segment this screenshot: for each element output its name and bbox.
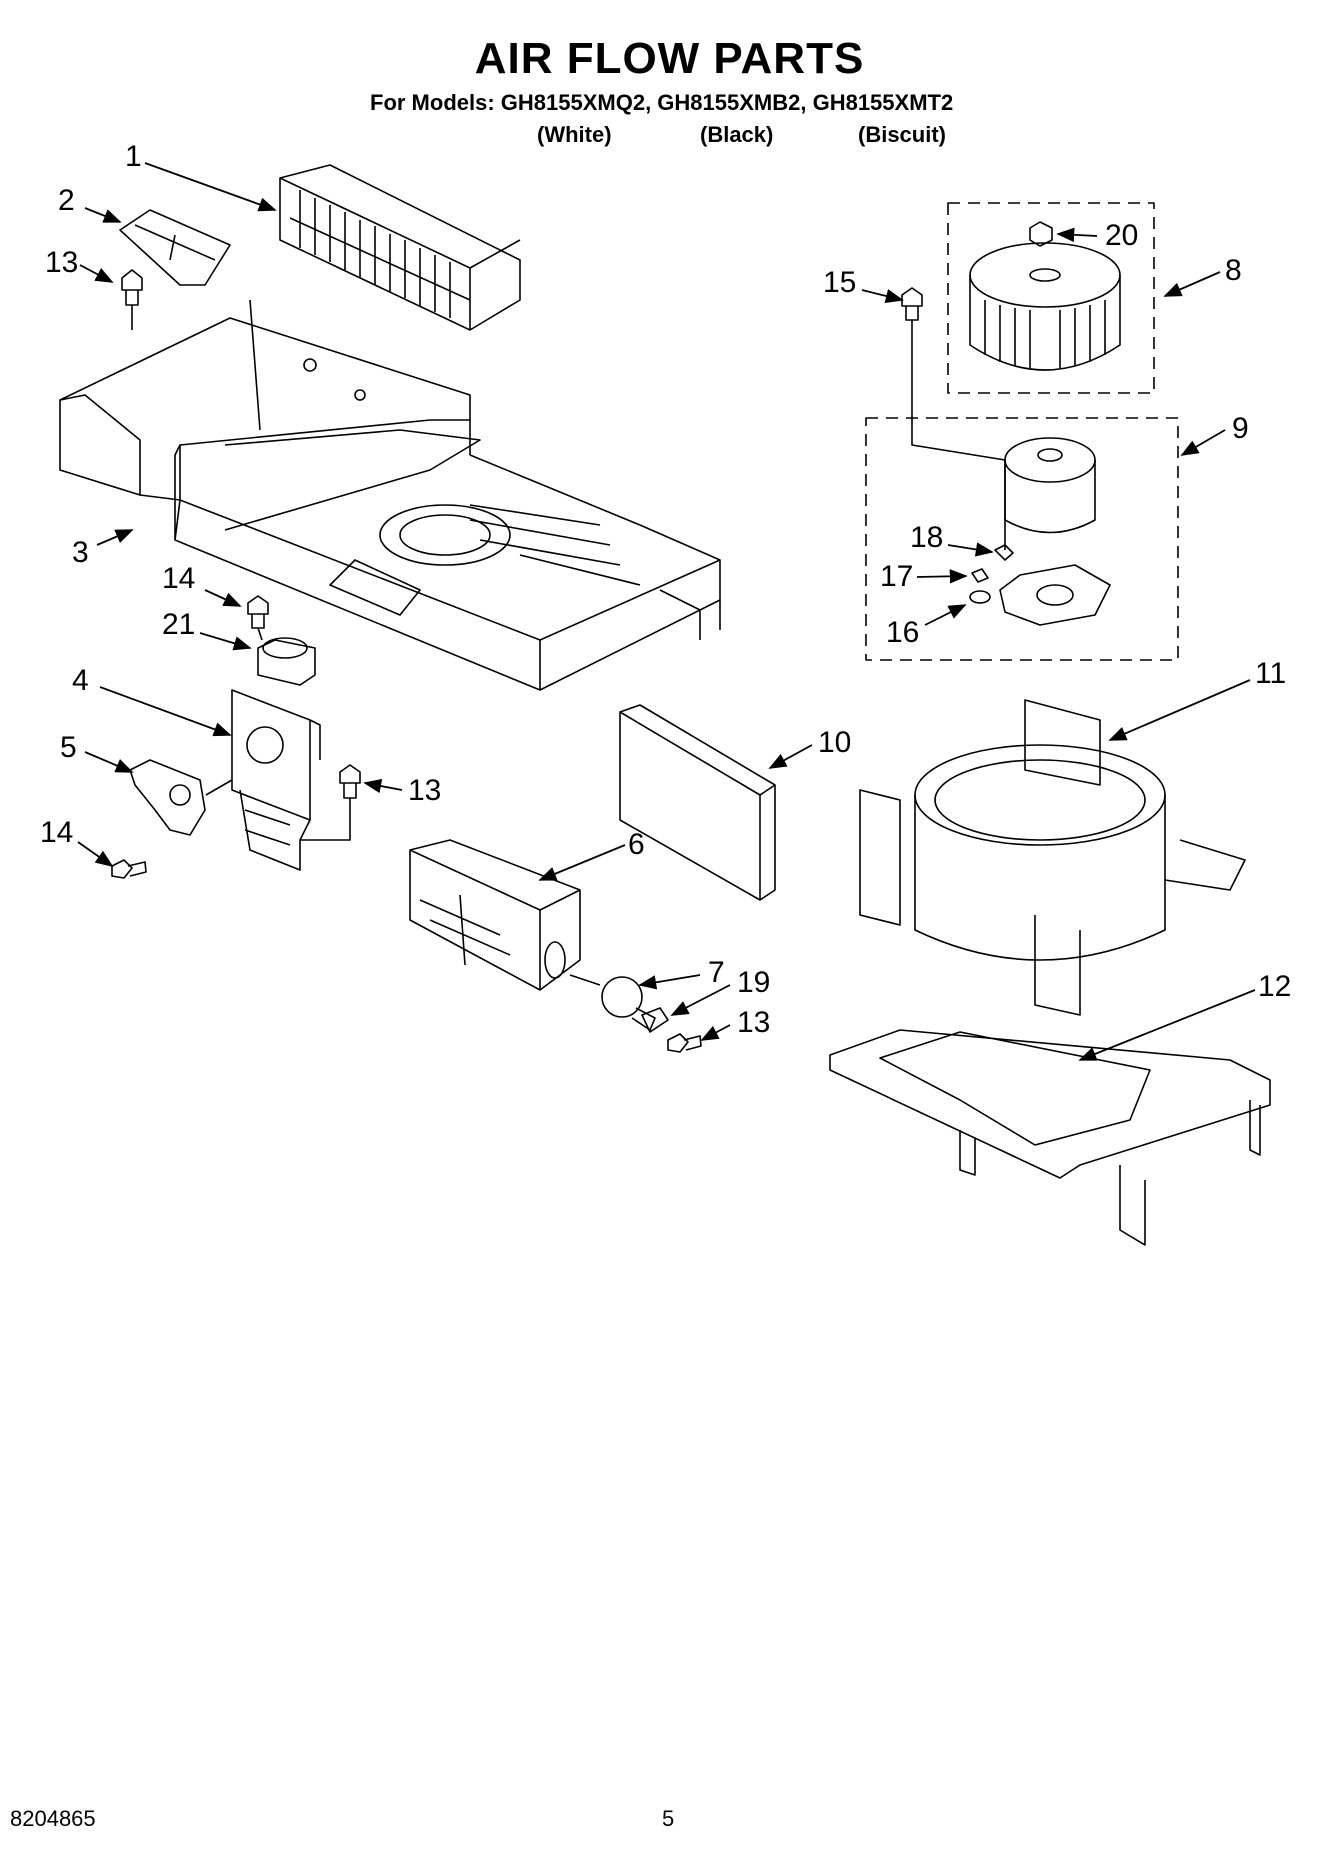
callout-21: 21 (162, 608, 195, 641)
part-17-bushing (971, 568, 989, 583)
callout-17: 17 (880, 560, 913, 593)
callout-14-b: 14 (40, 816, 73, 849)
part-12-base-plate (829, 1029, 1271, 1246)
part-9-blower-motor (999, 437, 1111, 626)
callout-13-b: 13 (408, 774, 441, 807)
document-number: 8204865 (10, 1806, 96, 1831)
part-2-deflector (119, 209, 231, 286)
part-8-blower-wheel (969, 242, 1121, 371)
callout-7: 7 (708, 956, 725, 989)
callout-2: 2 (58, 184, 75, 217)
callout-10: 10 (818, 726, 851, 759)
callout-20: 20 (1105, 219, 1138, 252)
callout-9: 9 (1232, 412, 1249, 445)
callout-1: 1 (125, 140, 142, 173)
color-label-white: (White) (537, 122, 612, 147)
callout-16: 16 (886, 616, 919, 649)
callout-13-a: 13 (45, 246, 78, 279)
part-5-bracket-plate (129, 759, 206, 836)
page-number: 5 (662, 1806, 675, 1831)
screw-13-a (121, 269, 143, 306)
part-21-thermal-cutoff (257, 637, 316, 686)
callout-numbers: 1 2 3 4 5 6 7 8 9 10 11 12 13 13 13 14 1… (40, 140, 1291, 1039)
models-line: For Models: GH8155XMQ2, GH8155XMB2, GH81… (370, 90, 954, 115)
callout-18: 18 (910, 521, 943, 554)
callout-4: 4 (72, 664, 89, 697)
color-label-biscuit: (Biscuit) (858, 122, 946, 147)
screw-13-b (339, 764, 361, 799)
page-title: AIR FLOW PARTS (474, 34, 865, 83)
callout-5: 5 (60, 731, 77, 764)
callout-13-c: 13 (737, 1006, 770, 1039)
screw-15 (901, 287, 923, 321)
screw-14-b (111, 859, 147, 879)
part-6-lamp-housing (409, 839, 581, 991)
callout-6: 6 (628, 828, 645, 861)
callout-12: 12 (1258, 970, 1291, 1003)
part-19-socket (641, 1007, 669, 1033)
part-1-vent-grille (279, 164, 521, 331)
part-11-blower-housing (859, 699, 1246, 1016)
screw-13-c (667, 1033, 702, 1053)
callout-15: 15 (823, 266, 856, 299)
callout-3: 3 (72, 536, 89, 569)
part-4-mounting-bracket (231, 689, 321, 871)
part-10-filter (619, 704, 776, 901)
callout-arrows (77, 162, 1256, 1061)
callout-14-a: 14 (162, 562, 195, 595)
callout-8: 8 (1225, 254, 1242, 287)
assembly-box-9 (865, 417, 1179, 661)
callout-19: 19 (737, 966, 770, 999)
part-3-air-duct (59, 299, 721, 691)
color-label-black: (Black) (700, 122, 774, 147)
part-16-washer (969, 590, 991, 604)
callout-11: 11 (1255, 657, 1286, 690)
part-18-screw (994, 544, 1014, 561)
part-7-lamp (601, 976, 656, 1031)
screw-14-a (247, 595, 269, 629)
leader-lines (131, 305, 1006, 986)
assembly-box-8 (947, 202, 1155, 394)
part-20-nut (1029, 221, 1053, 247)
